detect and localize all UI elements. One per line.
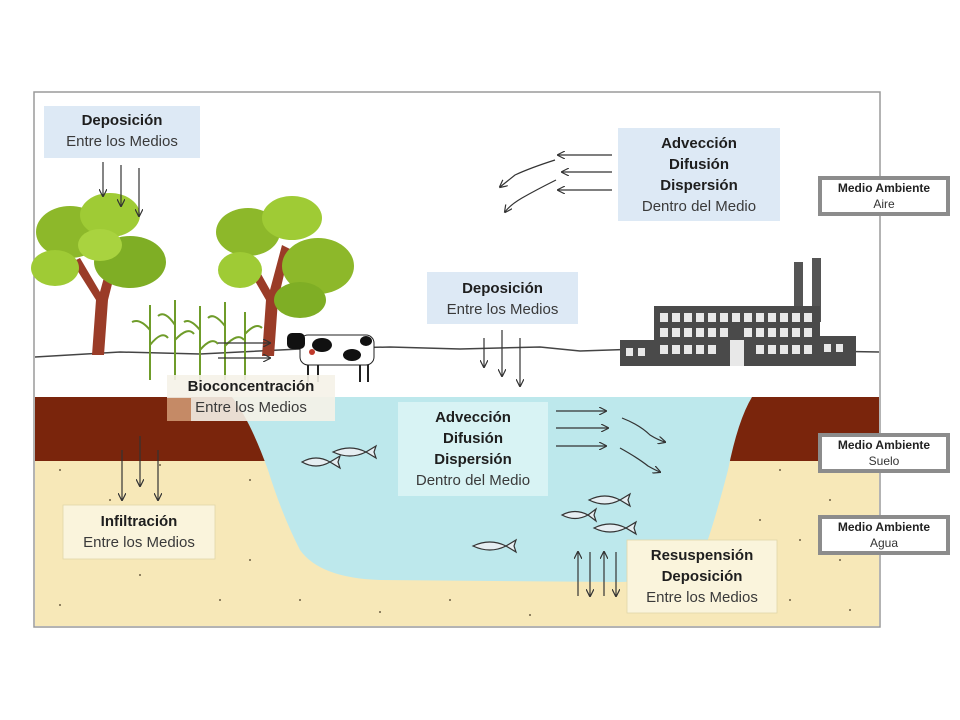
label-deposition-air-title: Deposición	[81, 112, 163, 129]
label-resuspension-sub: Entre los Medios	[646, 589, 758, 606]
label-deposition-mid: Deposición Entre los Medios	[427, 278, 578, 320]
legend-soil: Medio Ambiente Suelo	[818, 433, 950, 473]
label-advection-air: Advección Difusión Dispersión Dentro del…	[618, 133, 780, 217]
arrow-adv-air-curve-2	[505, 179, 557, 212]
label-advection-water-sub: Dentro del Medio	[415, 472, 531, 489]
label-infiltration-sub: Entre los Medios	[83, 534, 195, 551]
legend-water-sub: Agua	[869, 536, 899, 550]
label-advection-air-line3: Dispersión	[660, 177, 738, 194]
legend-air-title: Medio Ambiente	[837, 181, 931, 195]
legend-soil-sub: Suelo	[868, 454, 900, 468]
label-advection-water-line1: Advección	[435, 409, 511, 426]
arrow-adv-water-curve-1	[621, 417, 665, 442]
label-bioconcentration-title: Bioconcentración	[187, 378, 315, 395]
fish-1	[300, 454, 342, 470]
legend-air-sub: Aire	[873, 197, 895, 211]
label-resuspension-line2: Deposición	[661, 568, 743, 585]
label-advection-air-sub: Dentro del Medio	[641, 198, 757, 215]
legend-water: Medio Ambiente Agua	[818, 515, 950, 555]
tree-left	[31, 193, 166, 355]
label-deposition-air-sub: Entre los Medios	[66, 133, 178, 150]
label-resuspension-line1: Resuspensión	[650, 547, 754, 564]
label-advection-water: Advección Difusión Dispersión Dentro del…	[398, 407, 548, 491]
label-resuspension: Resuspensión Deposición Entre los Medios	[627, 545, 777, 608]
label-advection-air-line2: Difusión	[669, 156, 729, 173]
label-advection-water-line2: Difusión	[443, 430, 503, 447]
fish-2	[331, 444, 378, 460]
cow	[287, 333, 375, 382]
fish-group	[300, 444, 638, 554]
label-deposition-mid-sub: Entre los Medios	[446, 301, 559, 318]
label-bioconcentration: Bioconcentración Entre los Medios	[167, 376, 335, 418]
label-infiltration: Infiltración Entre los Medios	[63, 511, 215, 553]
fish-3	[587, 492, 632, 508]
fish-4	[560, 507, 598, 523]
corn-plants	[131, 300, 263, 380]
label-infiltration-title: Infiltración	[100, 513, 178, 530]
label-advection-water-line3: Dispersión	[434, 451, 512, 468]
legend-water-title: Medio Ambiente	[837, 520, 931, 534]
arrow-adv-air-curve-1	[500, 159, 556, 187]
arrow-adv-water-curve-2	[619, 447, 660, 472]
label-deposition-mid-title: Deposición	[462, 280, 543, 297]
tree-right	[216, 196, 354, 356]
legend-air: Medio Ambiente Aire	[818, 176, 950, 216]
label-backgrounds	[44, 106, 780, 614]
fish-5	[592, 520, 638, 536]
label-deposition-air: Deposición Entre los Medios	[44, 110, 200, 152]
factory	[620, 258, 856, 366]
fish-6	[471, 538, 518, 554]
legend-soil-title: Medio Ambiente	[837, 438, 931, 452]
label-bioconcentration-sub: Entre los Medios	[195, 399, 307, 416]
label-advection-air-line1: Advección	[661, 135, 737, 152]
